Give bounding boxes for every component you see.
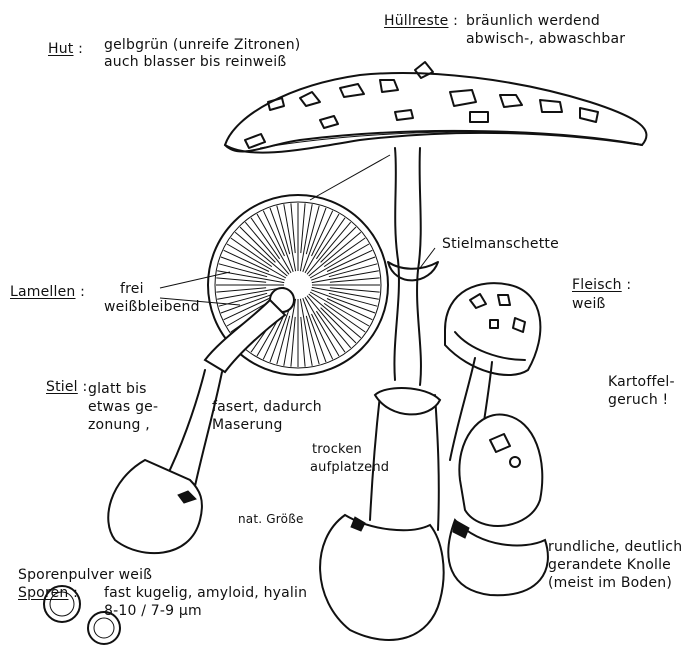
huellreste-line-1: bräunlich werdend	[466, 14, 600, 29]
sporen-line-2: 8-10 / 7-9 µm	[104, 604, 202, 619]
sporen-colon: :	[73, 585, 78, 601]
lamellen-colon: :	[80, 284, 85, 300]
knolle-line-3: (meist im Boden)	[548, 576, 672, 591]
stiel-line-2: etwas ge-	[88, 400, 158, 415]
hut-line-1: gelbgrün (unreife Zitronen)	[104, 38, 300, 53]
trocken-line-1: trocken	[312, 442, 362, 457]
stiel-key: Stiel	[46, 379, 78, 395]
geruch-line-2: geruch !	[608, 393, 668, 408]
hut-line-2: auch blasser bis reinweiß	[104, 55, 286, 70]
main-mushroom-cap	[225, 73, 646, 153]
fleisch-colon: :	[626, 277, 631, 293]
stiel-line-3: zonung ,	[88, 418, 150, 433]
front-mushroom-stem	[320, 388, 444, 640]
sporenpulver-label: Sporenpulver weiß	[18, 568, 152, 583]
trocken-line-2: aufplatzend	[310, 460, 389, 475]
huellreste-colon: :	[453, 13, 458, 29]
stiel-heading: Stiel :	[46, 380, 87, 395]
lamellen-line-2: weißbleibend	[104, 300, 200, 315]
button-mushroom-bulb	[448, 414, 548, 595]
sporen-key: Sporen	[18, 585, 68, 601]
fleisch-heading: Fleisch :	[572, 278, 631, 293]
main-mushroom-stem	[388, 148, 438, 385]
knolle-line-1: rundliche, deutlich	[548, 540, 682, 555]
stiel-colon: :	[82, 379, 87, 395]
hut-colon: :	[78, 41, 83, 57]
huellreste-heading: Hüllreste :	[384, 14, 458, 29]
hut-key: Hut	[48, 41, 74, 57]
fleisch-key: Fleisch	[572, 277, 622, 293]
stiel-line-5: Maserung	[212, 418, 283, 433]
lamellen-key: Lamellen	[10, 284, 76, 300]
lamellen-heading: Lamellen :	[10, 285, 85, 300]
stiel-line-1: glatt bis	[88, 382, 147, 397]
hut-heading: Hut :	[48, 42, 83, 57]
fleisch-value: weiß	[572, 297, 606, 312]
stielmanschette-label: Stielmanschette	[442, 237, 559, 252]
sporen-heading: Sporen :	[18, 586, 78, 601]
huellreste-line-2: abwisch-, abwaschbar	[466, 32, 625, 47]
lamellen-line-1: frei	[120, 282, 144, 297]
stiel-line-4: fasert, dadurch	[212, 400, 322, 415]
nat-groesse-label: nat. Größe	[238, 512, 304, 527]
knolle-line-2: gerandete Knolle	[548, 558, 671, 573]
sporen-line-1: fast kugelig, amyloid, hyalin	[104, 586, 307, 601]
huellreste-key: Hüllreste	[384, 13, 448, 29]
geruch-line-1: Kartoffel-	[608, 375, 675, 390]
